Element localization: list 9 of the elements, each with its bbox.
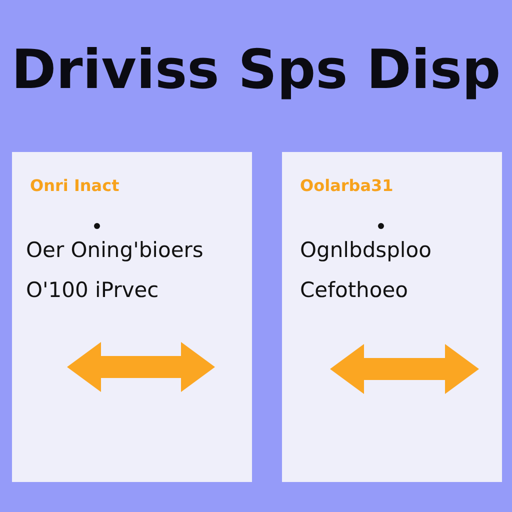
card-text: O'100 iPrvec — [26, 278, 159, 302]
card-panel — [282, 152, 502, 482]
card-text: Ognlbdsploo — [300, 238, 432, 262]
title: Driviss Sps Disp — [11, 38, 501, 102]
card-heading: Onri Inact — [30, 176, 120, 195]
card-text: Cefothoeo — [300, 278, 408, 302]
card-text: Oer Oning'bioers — [26, 238, 204, 262]
card-panel — [12, 152, 252, 482]
card-heading: Oolarba31 — [300, 176, 394, 195]
